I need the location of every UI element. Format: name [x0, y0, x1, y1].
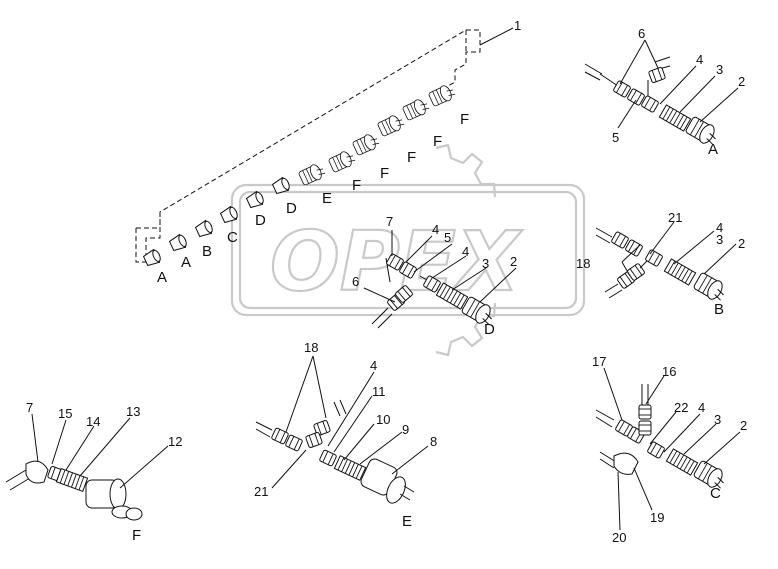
- label: 2: [510, 254, 517, 269]
- label: 4: [716, 220, 723, 235]
- rail-conn-label: D: [255, 212, 266, 229]
- label: 6: [352, 274, 359, 289]
- rail-conn-label: F: [433, 133, 442, 150]
- label: 7: [386, 214, 393, 229]
- rail-conn-label: A: [157, 269, 167, 286]
- assembly-b-letter: B: [714, 301, 724, 318]
- label: 14: [86, 414, 100, 429]
- assembly-c: 17 16 22 4 3 2 19 20 C: [592, 354, 747, 545]
- label: 11: [372, 384, 386, 399]
- label: 18: [576, 256, 590, 271]
- assembly-c-letter: C: [710, 485, 721, 502]
- label: 4: [698, 400, 705, 415]
- label: 9: [402, 422, 409, 437]
- rail-conn-label: F: [407, 149, 416, 166]
- label: 10: [376, 412, 390, 427]
- rail-connector-labels: A A B C D D E F F F F F: [157, 111, 469, 286]
- assembly-a: 6 4 3 2 5 A: [584, 26, 745, 158]
- label: 2: [738, 236, 745, 251]
- label: 21: [668, 210, 682, 225]
- label: 5: [612, 130, 619, 145]
- assembly-b: 21 4 3 2 18 B: [576, 210, 745, 318]
- label: 20: [612, 530, 626, 545]
- label: 19: [650, 510, 664, 525]
- label: 22: [674, 400, 688, 415]
- rail-label: 1: [514, 18, 521, 33]
- label: 3: [714, 412, 721, 427]
- assembly-e: 18 4 11 10 9 8 21 E: [254, 340, 437, 530]
- label: 2: [740, 418, 747, 433]
- rail-conn-label: F: [460, 111, 469, 128]
- label: 13: [126, 404, 140, 419]
- assembly-d-letter: D: [484, 321, 495, 338]
- label: 2: [738, 74, 745, 89]
- label: 4: [370, 358, 377, 373]
- label: 4: [462, 244, 469, 259]
- label: 12: [168, 434, 182, 449]
- assembly-d: 7 4 5 4 3 2 6 D: [352, 214, 517, 338]
- label: 3: [482, 256, 489, 271]
- rail-conn-label: A: [181, 254, 191, 271]
- label: 4: [432, 222, 439, 237]
- rail-conn-label: F: [380, 165, 389, 182]
- rail-conn-label: D: [286, 200, 297, 217]
- label: 3: [716, 62, 723, 77]
- label: 3: [716, 232, 723, 247]
- label: 21: [254, 484, 268, 499]
- rail-conn-label: E: [322, 190, 332, 207]
- label: 8: [430, 434, 437, 449]
- label: 4: [696, 52, 703, 67]
- assembly-f-letter: F: [132, 527, 141, 544]
- label: 5: [444, 230, 451, 245]
- label: 7: [26, 400, 33, 415]
- rail-conn-label: B: [202, 243, 212, 260]
- watermark-logo: OPEX: [230, 143, 586, 357]
- label: 17: [592, 354, 606, 369]
- assembly-a-letter: A: [708, 141, 718, 158]
- assembly-f: 7 15 14 13 12 F: [5, 400, 182, 544]
- assembly-e-letter: E: [402, 513, 412, 530]
- label: 6: [638, 26, 645, 41]
- label: 15: [58, 406, 72, 421]
- rail-conn-label: C: [227, 229, 238, 246]
- label: 16: [662, 364, 676, 379]
- label: 18: [304, 340, 318, 355]
- rail-conn-label: F: [352, 177, 361, 194]
